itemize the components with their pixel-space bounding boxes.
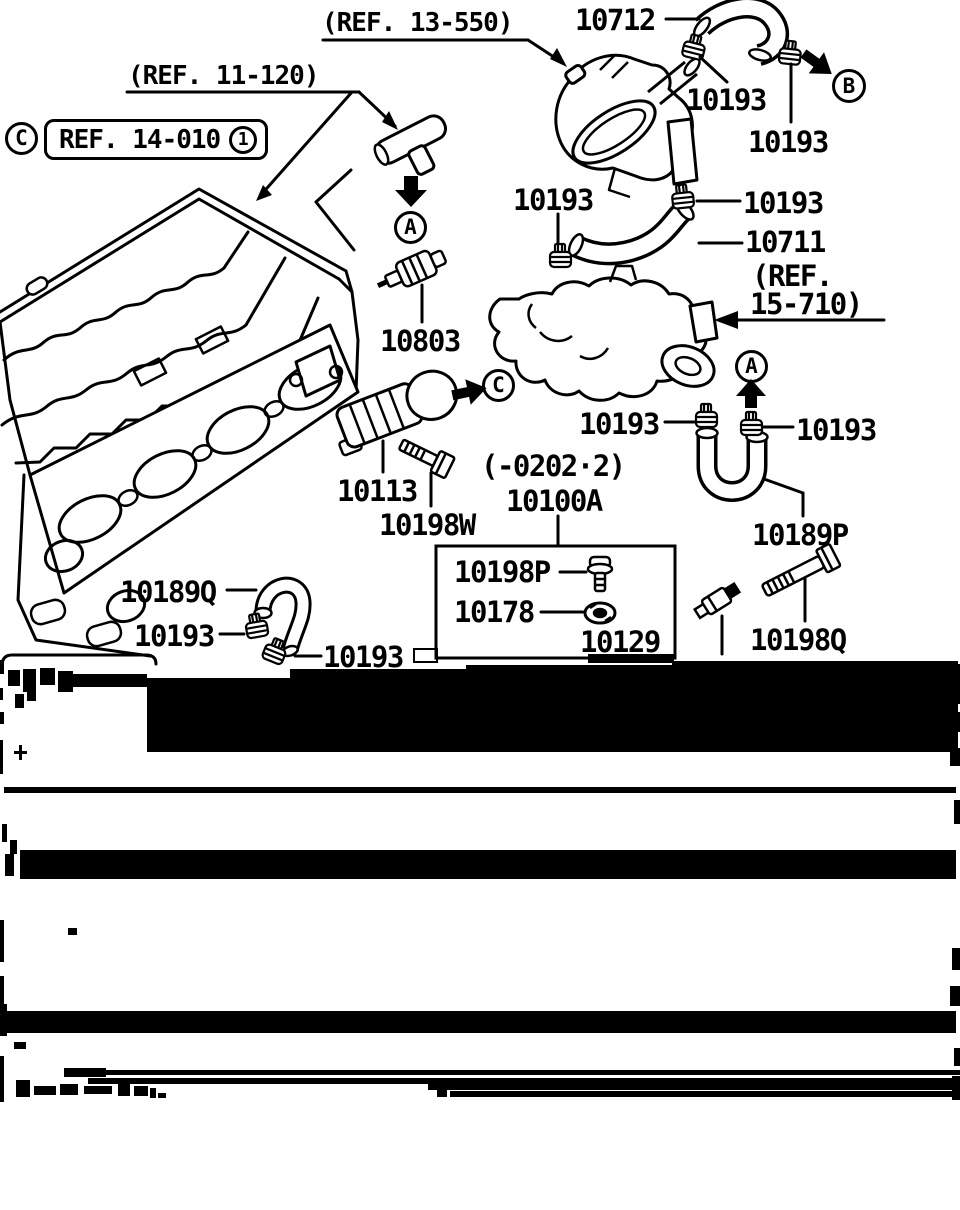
callout-arrows xyxy=(395,49,832,408)
part-label-10193-5: 10193 xyxy=(579,407,660,441)
callout-1-boxed: 1 xyxy=(229,125,258,154)
part-label-10193-2: 10193 xyxy=(748,125,829,159)
parts-box xyxy=(413,544,677,663)
part-label-10193-6: 10193 xyxy=(796,413,877,447)
part-label-10198Q: 10198Q xyxy=(750,623,847,657)
ref-label-15-710-line2: 15-710) xyxy=(750,287,863,321)
part-label-10193-7: 10193 xyxy=(134,619,215,653)
small-parts-art xyxy=(242,31,842,667)
ref-box-14-010: REF. 14-010 1 xyxy=(44,119,268,160)
hoses-art xyxy=(253,0,790,658)
part-label-10193-4: 10193 xyxy=(743,186,824,220)
part-label-10129: 10129 xyxy=(580,625,661,659)
ref-label-15-710-line1: (REF. xyxy=(752,259,833,293)
scan-artifact-bars xyxy=(0,660,960,1102)
callout-c-mid: C xyxy=(482,369,515,402)
part-label-10198P: 10198P xyxy=(454,555,551,589)
part-label-10193-3: 10193 xyxy=(513,183,594,217)
part-label-10100A: 10100A xyxy=(506,484,603,518)
callout-a-top: A xyxy=(394,211,427,244)
part-label-10178: 10178 xyxy=(454,595,535,629)
callout-a-right: A xyxy=(735,350,768,383)
part-label-10198W: 10198W xyxy=(379,508,476,542)
engine-head-art xyxy=(0,187,360,668)
variant-label: (-0202·2) xyxy=(481,449,626,483)
callout-c-top-left: C xyxy=(5,122,38,155)
part-label-10113: 10113 xyxy=(337,474,418,508)
egr-fitting-art xyxy=(488,264,719,402)
throttle-body-art xyxy=(554,53,701,199)
ref-label-13-550: (REF. 13-550) xyxy=(322,8,513,38)
part-label-10193-8: 10193 xyxy=(323,640,404,674)
part-label-10712: 10712 xyxy=(575,3,656,37)
ref-label-11-120: (REF. 11-120) xyxy=(128,61,319,91)
part-label-10193-1: 10193 xyxy=(686,83,767,117)
part-label-10189Q: 10189Q xyxy=(120,575,217,609)
part-label-10803: 10803 xyxy=(380,324,461,358)
leader-lines xyxy=(125,17,886,658)
ref-label-14-010: REF. 14-010 xyxy=(59,124,221,155)
part-label-10189P: 10189P xyxy=(752,518,849,552)
callout-b-top-right: B xyxy=(832,69,866,103)
part-label-10711: 10711 xyxy=(745,225,826,259)
